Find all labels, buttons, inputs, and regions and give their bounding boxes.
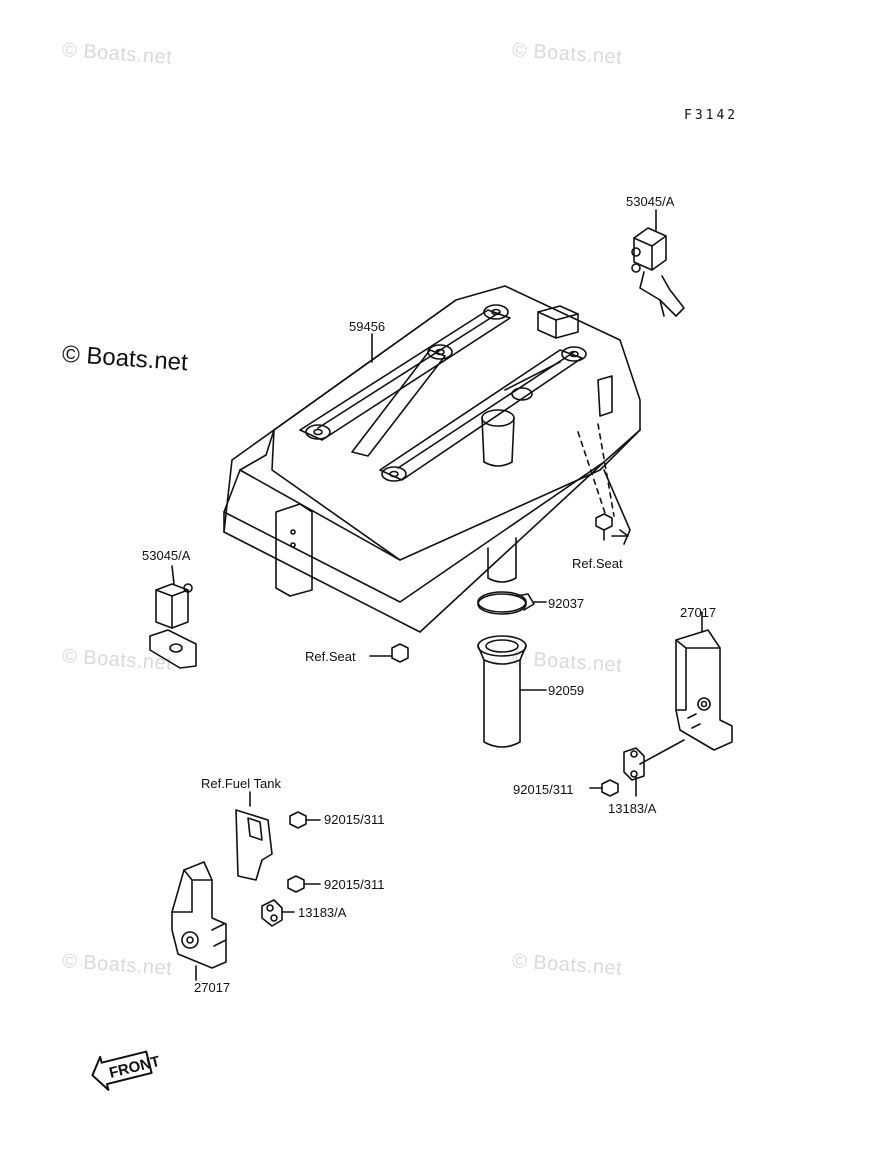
cover-59456 — [223, 285, 641, 633]
front-arrow: FRONT — [91, 1050, 162, 1091]
ref-seat-bolt-right — [577, 423, 615, 541]
part-label-92015-b: 92015/311 — [324, 877, 385, 892]
part-label-ref-fuel-tank: Ref.Fuel Tank — [201, 776, 281, 791]
nut-92015-right — [589, 779, 619, 797]
figure-id: F3142 — [684, 108, 739, 123]
part-label-92015-a: 92015/311 — [324, 812, 385, 827]
part-label-53045a-left: 53045/A — [142, 548, 191, 563]
rubber-mount-53045a-left — [149, 583, 197, 669]
part-label-59456: 59456 — [349, 319, 386, 334]
part-label-13183a-left: 13183/A — [298, 905, 347, 920]
rubber-mount-27017-right — [675, 611, 733, 751]
nut-92015-a — [289, 811, 321, 829]
hose-clamp-92037 — [477, 591, 547, 615]
nut-92015-b — [287, 875, 321, 893]
part-label-92015-right: 92015/311 — [513, 782, 574, 797]
ref-seat-bolt-left — [369, 643, 409, 663]
fuel-tank-plate — [235, 791, 273, 881]
rubber-mount-27017-left — [171, 861, 227, 981]
part-label-92059: 92059 — [548, 683, 585, 698]
part-label-ref-seat-left: Ref.Seat — [305, 649, 356, 664]
part-label-13183a-right: 13183/A — [608, 801, 657, 816]
plate-13183a-right — [623, 739, 685, 797]
part-label-27017-left: 27017 — [194, 980, 231, 995]
part-label-53045a-top: 53045/A — [626, 194, 675, 209]
part-label-92037: 92037 — [548, 596, 585, 611]
part-label-27017-right: 27017 — [680, 605, 717, 620]
rubber-mount-53045a-top — [631, 227, 685, 317]
hose-92059 — [477, 635, 547, 748]
plate-13183a-left — [261, 899, 295, 927]
part-label-ref-seat-right: Ref.Seat — [572, 556, 623, 571]
